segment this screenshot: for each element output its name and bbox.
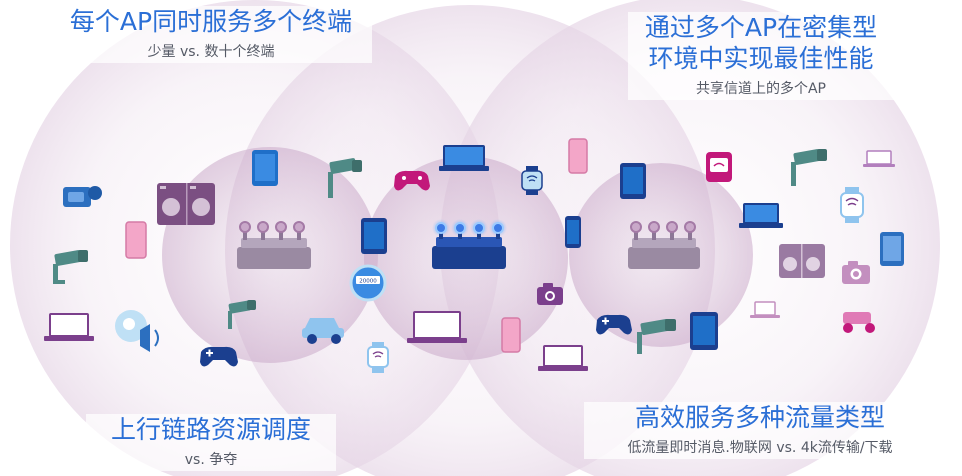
caption-top-right-title-line1: 通过多个AP在密集型 <box>644 13 878 42</box>
smartwatch-icon <box>367 342 389 373</box>
phone-icon <box>501 317 521 353</box>
security-camera-icon <box>791 149 827 186</box>
game-controller-icon <box>200 346 238 367</box>
washer-dryer-icon <box>157 183 215 225</box>
router-left-icon <box>237 221 311 269</box>
caption-bottom-left: 上行链路资源调度 vs. 争夺 <box>86 414 336 471</box>
camera-icon <box>537 283 563 305</box>
laptop-icon <box>739 203 783 228</box>
caption-top-left: 每个AP同时服务多个终端 少量 vs. 数十个终端 <box>50 6 372 63</box>
caption-top-right-title-line2: 环境中实现最佳性能 <box>648 44 874 73</box>
phone-icon <box>125 221 147 259</box>
tablet-icon <box>252 150 278 186</box>
laptop-icon <box>863 150 895 167</box>
caption-bottom-right: 高效服务多种流量类型 低流量即时消息.物联网 vs. 4k流传输/下载 <box>584 402 936 459</box>
caption-bottom-left-subtitle: vs. 争夺 <box>184 452 238 468</box>
caption-top-left-title: 每个AP同时服务多个终端 <box>69 7 353 36</box>
router-right-icon <box>628 221 700 269</box>
car-icon <box>302 318 344 344</box>
security-camera-icon <box>228 300 256 329</box>
smartwatch-icon <box>521 166 543 195</box>
smart-speaker-icon <box>115 310 159 352</box>
router-center-icon <box>432 219 507 269</box>
smart-meter-icon: 20000 <box>349 264 387 302</box>
camcorder-icon <box>63 186 102 207</box>
tablet-icon <box>361 218 387 254</box>
game-controller-icon <box>394 170 430 191</box>
phone-icon <box>565 216 581 248</box>
caption-top-right-subtitle: 共享信道上的多个AP <box>695 81 827 97</box>
caption-bottom-left-title: 上行链路资源调度 <box>110 415 311 444</box>
bicycle-icon <box>843 312 875 333</box>
tablet-icon <box>880 232 904 266</box>
scale-icon <box>706 152 732 182</box>
laptop-icon <box>44 313 94 341</box>
security-camera-icon <box>637 318 676 354</box>
caption-bottom-right-subtitle: 低流量即时消息.物联网 vs. 4k流传输/下载 <box>627 440 893 456</box>
game-controller-icon <box>596 314 632 335</box>
caption-top-left-subtitle: 少量 vs. 数十个终端 <box>147 44 275 60</box>
phone-icon <box>568 138 588 174</box>
caption-bottom-right-title: 高效服务多种流量类型 <box>634 403 885 432</box>
smart-meter-reading: 20000 <box>359 279 377 285</box>
laptop-icon <box>439 145 489 171</box>
smartwatch-icon <box>840 187 864 223</box>
washer-dryer-icon <box>779 244 825 278</box>
security-camera-icon <box>53 250 88 284</box>
camera-icon <box>842 261 870 284</box>
tablet-icon <box>620 163 646 199</box>
security-camera-icon <box>328 158 362 198</box>
laptop-icon <box>538 345 588 371</box>
caption-top-right: 通过多个AP在密集型 环境中实现最佳性能 共享信道上的多个AP <box>628 12 894 100</box>
laptop-icon <box>750 301 780 318</box>
laptop-icon <box>407 311 467 343</box>
tablet-icon <box>690 312 718 350</box>
